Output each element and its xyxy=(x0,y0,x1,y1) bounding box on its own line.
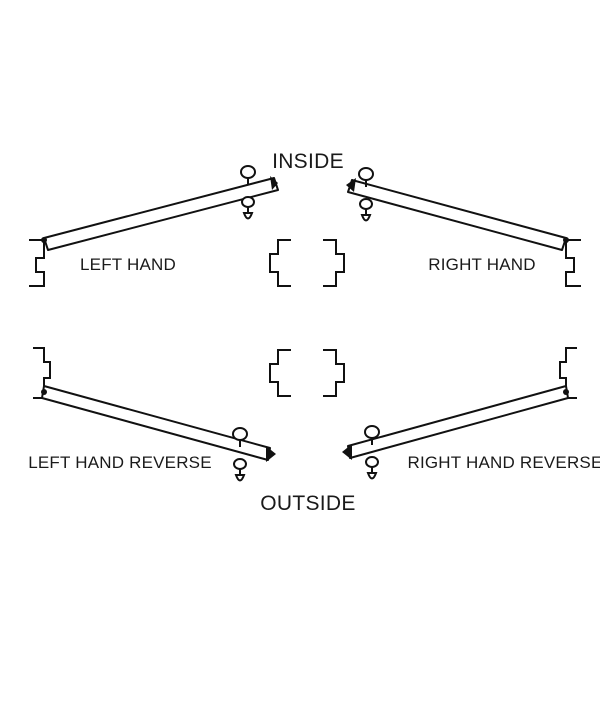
left-hand-door: LEFT HAND xyxy=(29,165,279,287)
right-hand-hinge-icon xyxy=(563,237,569,243)
left-hand-reverse-hinge-icon xyxy=(41,389,47,395)
right-hand-door-leaf xyxy=(347,179,567,251)
right-hand-frame xyxy=(565,239,581,287)
right-hand-reverse-door: RIGHT HAND REVERSE xyxy=(342,347,600,480)
right-hand-door: RIGHT HAND xyxy=(346,167,581,287)
center-jamb-bottom-left xyxy=(269,349,291,397)
right-hand-reverse-door-leaf xyxy=(347,385,569,459)
right-hand-label: RIGHT HAND xyxy=(428,255,535,274)
left-hand-reverse-latch-icon xyxy=(266,446,276,462)
left-hand-reverse-door: LEFT HAND REVERSE xyxy=(28,347,276,482)
outside-label: OUTSIDE xyxy=(260,492,355,515)
left-hand-reverse-door-leaf xyxy=(41,385,271,461)
right-hand-reverse-label: RIGHT HAND REVERSE xyxy=(407,453,600,472)
left-hand-label: LEFT HAND xyxy=(80,255,176,274)
center-jamb-bottom-right xyxy=(323,349,345,397)
left-hand-hinge-icon xyxy=(41,237,47,243)
left-hand-door-leaf xyxy=(43,177,279,251)
center-jamb-top-right xyxy=(323,239,345,287)
left-hand-reverse-label: LEFT HAND REVERSE xyxy=(28,453,212,472)
left-hand-frame xyxy=(29,239,45,287)
right-hand-latch-icon xyxy=(346,178,356,192)
right-hand-reverse-latch-icon xyxy=(342,444,352,460)
inside-label: INSIDE xyxy=(272,150,344,173)
center-jamb-top-left xyxy=(269,239,291,287)
left-hand-latch-icon xyxy=(270,176,278,190)
right-hand-reverse-hinge-icon xyxy=(563,389,569,395)
